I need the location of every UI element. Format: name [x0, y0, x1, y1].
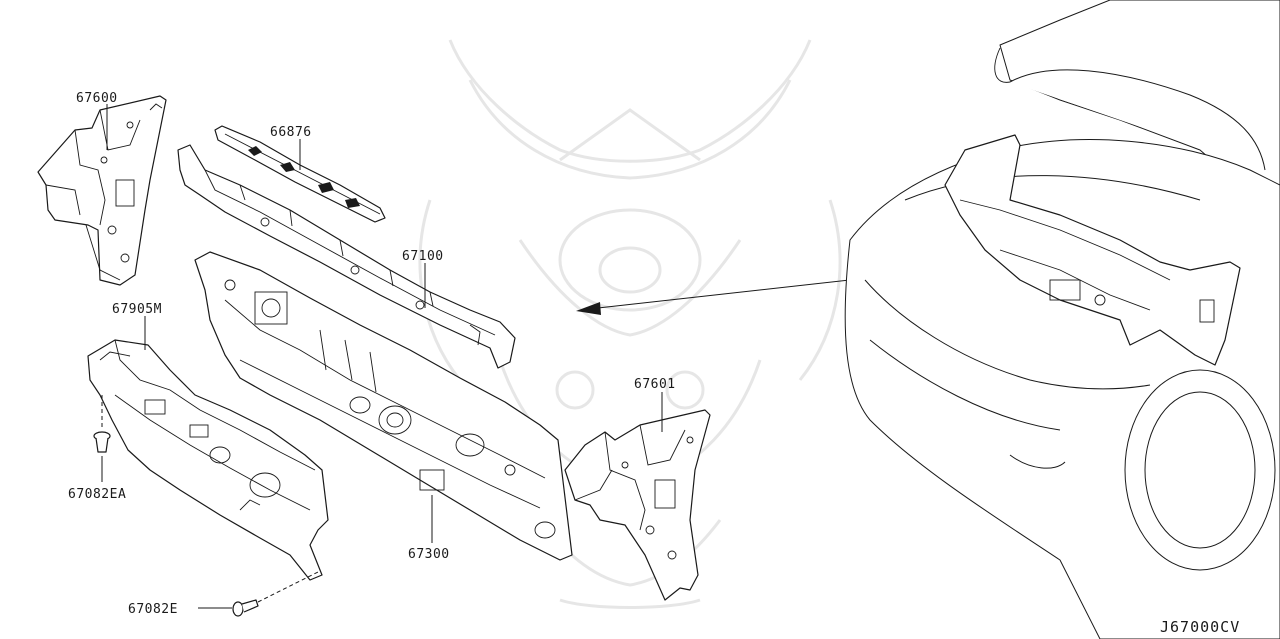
part-67300-dash-panel: [194, 251, 573, 561]
clip-67082ea: [93, 431, 111, 453]
part-67100-cowl-top: [177, 144, 516, 369]
label-66876: 66876: [270, 125, 312, 140]
label-67905m: 67905M: [112, 302, 162, 317]
label-67100: 67100: [402, 249, 444, 264]
label-67082ea: 67082EA: [68, 487, 126, 502]
part-67600-dash-side-left: [37, 95, 167, 286]
label-67082e: 67082E: [128, 602, 178, 617]
leader-lines: [101, 104, 663, 609]
diagram-code: J67000CV: [1160, 618, 1240, 636]
label-67601: 67601: [634, 377, 676, 392]
label-67600: 67600: [76, 91, 118, 106]
clip-67082e: [232, 599, 259, 617]
vehicle-overview: [844, 0, 1280, 639]
label-67300: 67300: [408, 547, 450, 562]
part-67905m-dash-insulator: [87, 339, 329, 581]
part-67601-dash-side-right: [564, 409, 711, 601]
part-66876-cowl-top-seal: [214, 125, 386, 223]
